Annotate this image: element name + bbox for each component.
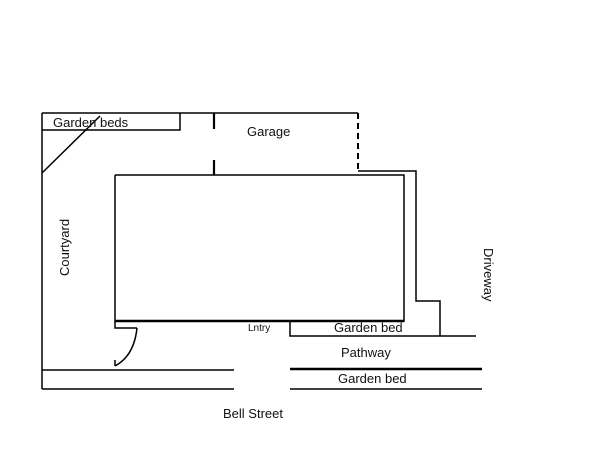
entry-door-frame [114,321,137,329]
corner-diagonal-line [41,115,101,174]
entry-label: Lntry [248,323,270,334]
bell-street-label: Bell Street [223,406,283,421]
driveway-boundary-line [358,170,441,336]
house-outline [115,174,405,322]
entry-door-swing [114,327,138,367]
garden-bed-right-label: Garden bed [334,320,403,335]
garage-label: Garage [247,124,290,139]
driveway-label: Driveway [481,248,496,302]
garden-beds-label: Garden beds [53,115,129,130]
courtyard-label: Courtyard [57,219,72,276]
garden-bed-right-box [289,321,440,337]
garden-bed-bottom-label: Garden bed [338,371,407,386]
pathway-label: Pathway [341,345,391,360]
garden-beds-box [42,113,181,131]
